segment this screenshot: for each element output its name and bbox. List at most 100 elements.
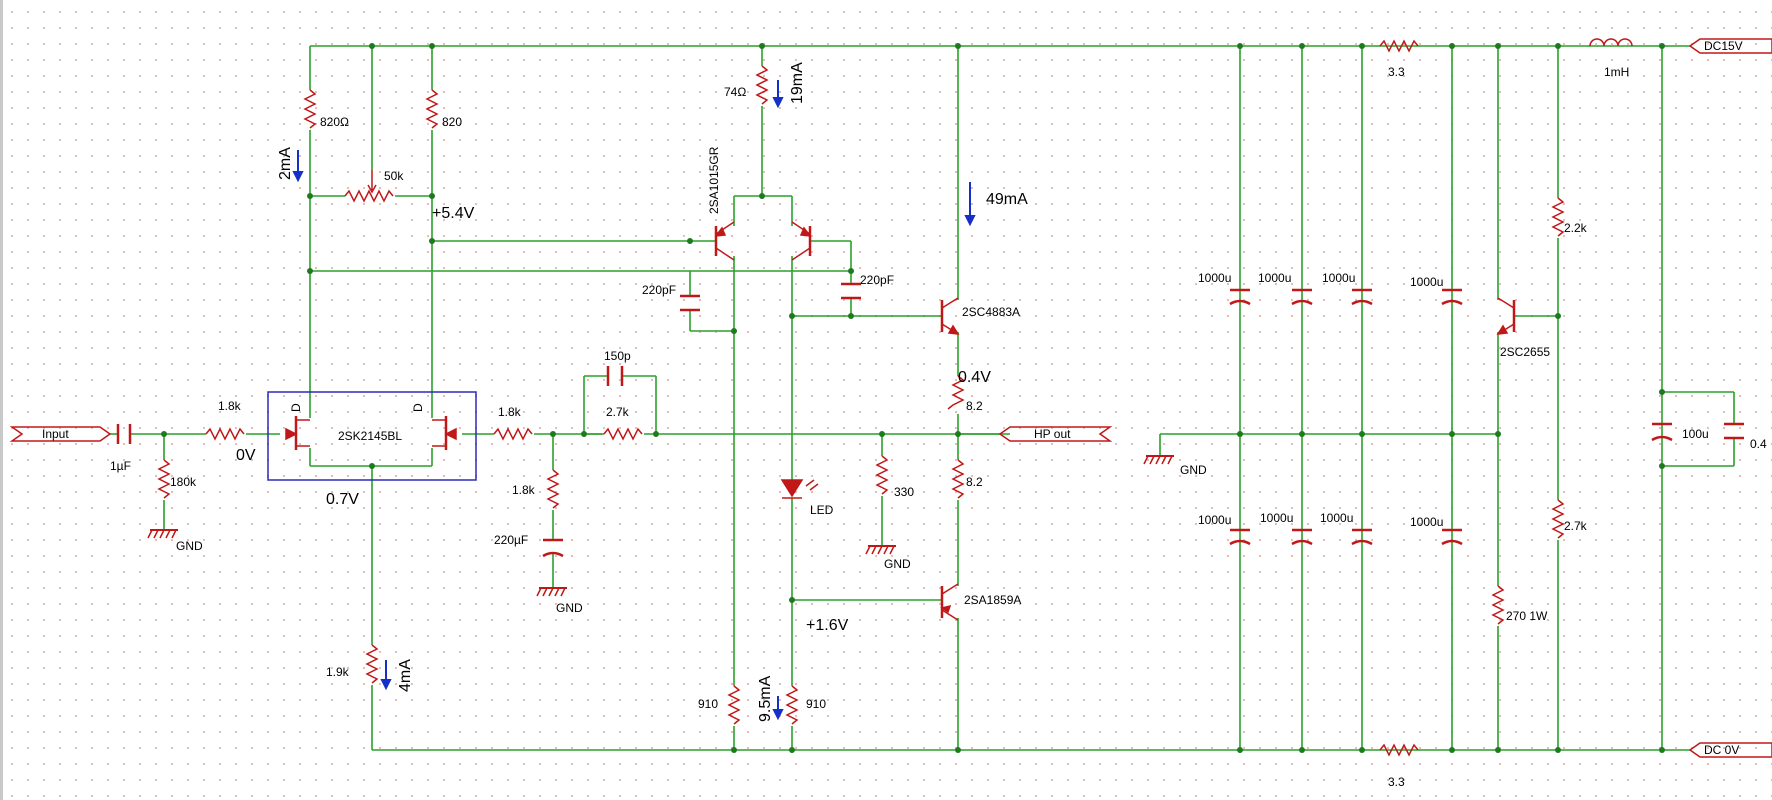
led-diode bbox=[780, 479, 819, 499]
r-e1-label: 8.2 bbox=[966, 399, 983, 413]
hp-out-port-shape bbox=[998, 426, 1113, 442]
c-220b-label: 220pF bbox=[860, 273, 894, 287]
gnd-label-input: GND bbox=[176, 539, 203, 553]
pot-wiper bbox=[367, 170, 377, 194]
c-1000u-label-3: 1000u bbox=[1322, 271, 1355, 285]
arrow-49ma bbox=[964, 182, 976, 227]
r-top-left-resistor bbox=[303, 89, 317, 129]
c-1000u-6 bbox=[1291, 528, 1313, 546]
c-1000u-2 bbox=[1291, 288, 1313, 306]
c-fb-gnd-capacitor bbox=[542, 538, 564, 558]
r-gate-in-resistor bbox=[205, 427, 245, 441]
inductor-label: 1mH bbox=[1604, 65, 1629, 79]
labels: Input HP out DC15V DC 0V GND GND GND GND… bbox=[42, 39, 1767, 789]
c-1000u-8 bbox=[1441, 528, 1463, 546]
c-04-label: 0.4 bbox=[1750, 437, 1767, 451]
q-pnp-out-transistor bbox=[940, 583, 959, 621]
jfet-left bbox=[285, 416, 310, 450]
dc0v-net-label: DC 0V bbox=[1704, 743, 1739, 757]
c-220b-capacitor bbox=[841, 282, 861, 300]
r-fb-resistor bbox=[603, 427, 643, 441]
r-27k-label: 2.7k bbox=[1564, 519, 1588, 533]
r-910a-label: 910 bbox=[698, 697, 718, 711]
r-910b-resistor bbox=[785, 685, 799, 725]
r-in-gnd-resistor bbox=[157, 459, 171, 499]
c-1000u-label-4: 1000u bbox=[1410, 275, 1443, 289]
c-fb-label: 150p bbox=[604, 349, 631, 363]
r-top-mid-label: 820 bbox=[442, 115, 462, 129]
q-pnp-left-transistor bbox=[714, 221, 735, 261]
r-910a-resistor bbox=[727, 685, 741, 725]
r-74-label: 74Ω bbox=[724, 85, 746, 99]
c-100u-capacitor bbox=[1651, 422, 1673, 442]
dc15v-port-shape bbox=[1688, 38, 1772, 54]
current-95ma: 9.5mA bbox=[757, 675, 774, 722]
current-49ma: 49mA bbox=[986, 191, 1028, 208]
r-fb-label: 2.7k bbox=[606, 405, 630, 419]
input-net-label: Input bbox=[42, 427, 69, 441]
r-22k-label: 2.2k bbox=[1564, 221, 1588, 235]
c-100u-label: 100u bbox=[1682, 427, 1709, 441]
gnd-label-psu: GND bbox=[1180, 463, 1207, 477]
voltage-54v: +5.4V bbox=[432, 205, 475, 222]
r-e1-resistor bbox=[947, 375, 965, 410]
voltage-16v: +1.6V bbox=[806, 617, 849, 634]
gnd-symbol-input bbox=[147, 529, 178, 539]
current-arrows bbox=[292, 80, 976, 721]
c-220a-capacitor bbox=[680, 294, 700, 312]
gnd-symbol-psu bbox=[1143, 455, 1174, 465]
c-1000u-label-1: 1000u bbox=[1198, 271, 1231, 285]
c-1000u-5 bbox=[1229, 528, 1251, 546]
pin-d1-label: D bbox=[289, 403, 303, 412]
c-in-label: 1µF bbox=[110, 459, 131, 473]
jfet-right bbox=[432, 416, 457, 450]
r-fb-gnd-label: 1.8k bbox=[512, 483, 536, 497]
pin-d2-label: D bbox=[411, 403, 425, 412]
c-1000u-label-6: 1000u bbox=[1260, 511, 1293, 525]
window-left-border bbox=[0, 0, 3, 800]
c-220a-label: 220pF bbox=[642, 283, 676, 297]
r-in-gnd-label: 180k bbox=[170, 475, 197, 489]
r-330-label: 330 bbox=[894, 485, 914, 499]
r-gate-fb-label: 1.8k bbox=[498, 405, 522, 419]
pot-resistor bbox=[344, 189, 394, 203]
c-fb-capacitor bbox=[606, 366, 624, 386]
gnd-symbol-fb bbox=[536, 587, 567, 597]
wires bbox=[110, 45, 1735, 751]
c-04-capacitor bbox=[1724, 422, 1744, 440]
dc0v-port-shape bbox=[1688, 742, 1772, 758]
q-reg-label: 2SC2655 bbox=[1500, 345, 1550, 359]
q-pnp-out-label: 2SA1859A bbox=[964, 593, 1021, 607]
current-4ma: 4mA bbox=[397, 659, 414, 692]
voltage-07v: 0.7V bbox=[326, 491, 359, 508]
arrow-95ma bbox=[772, 696, 784, 721]
r-fb-gnd-resistor bbox=[546, 469, 560, 509]
r-e2-resistor bbox=[951, 459, 965, 499]
r-e2-label: 8.2 bbox=[966, 475, 983, 489]
r-src-resistor bbox=[365, 644, 379, 684]
r-330-resistor bbox=[875, 455, 889, 495]
r-33-bot-label: 3.3 bbox=[1388, 775, 1405, 789]
c-1000u-label-2: 1000u bbox=[1258, 271, 1291, 285]
components bbox=[9, 38, 1772, 758]
hp-out-net-label: HP out bbox=[1034, 427, 1071, 441]
c-1000u-4 bbox=[1441, 288, 1463, 306]
q-pnp-pair-label: 2SA1015GR bbox=[707, 146, 721, 214]
junctions bbox=[161, 43, 1665, 753]
r-74-resistor bbox=[755, 65, 769, 105]
r-gate-fb-resistor bbox=[493, 427, 533, 441]
c-1000u-label-5: 1000u bbox=[1198, 513, 1231, 527]
r-910b-label: 910 bbox=[806, 697, 826, 711]
inductor-coil bbox=[1589, 38, 1633, 47]
q-pnp-right-transistor bbox=[791, 221, 812, 261]
r-gate-in-label: 1.8k bbox=[218, 399, 242, 413]
r-33-top-label: 3.3 bbox=[1388, 65, 1405, 79]
r-33-top-resistor bbox=[1379, 39, 1419, 53]
c-1000u-7 bbox=[1351, 528, 1373, 546]
pot-label: 50k bbox=[384, 169, 404, 183]
c-1000u-3 bbox=[1351, 288, 1373, 306]
gnd-label-fb: GND bbox=[556, 601, 583, 615]
c-1000u-1 bbox=[1229, 288, 1251, 306]
jfet-label: 2SK2145BL bbox=[338, 429, 402, 443]
